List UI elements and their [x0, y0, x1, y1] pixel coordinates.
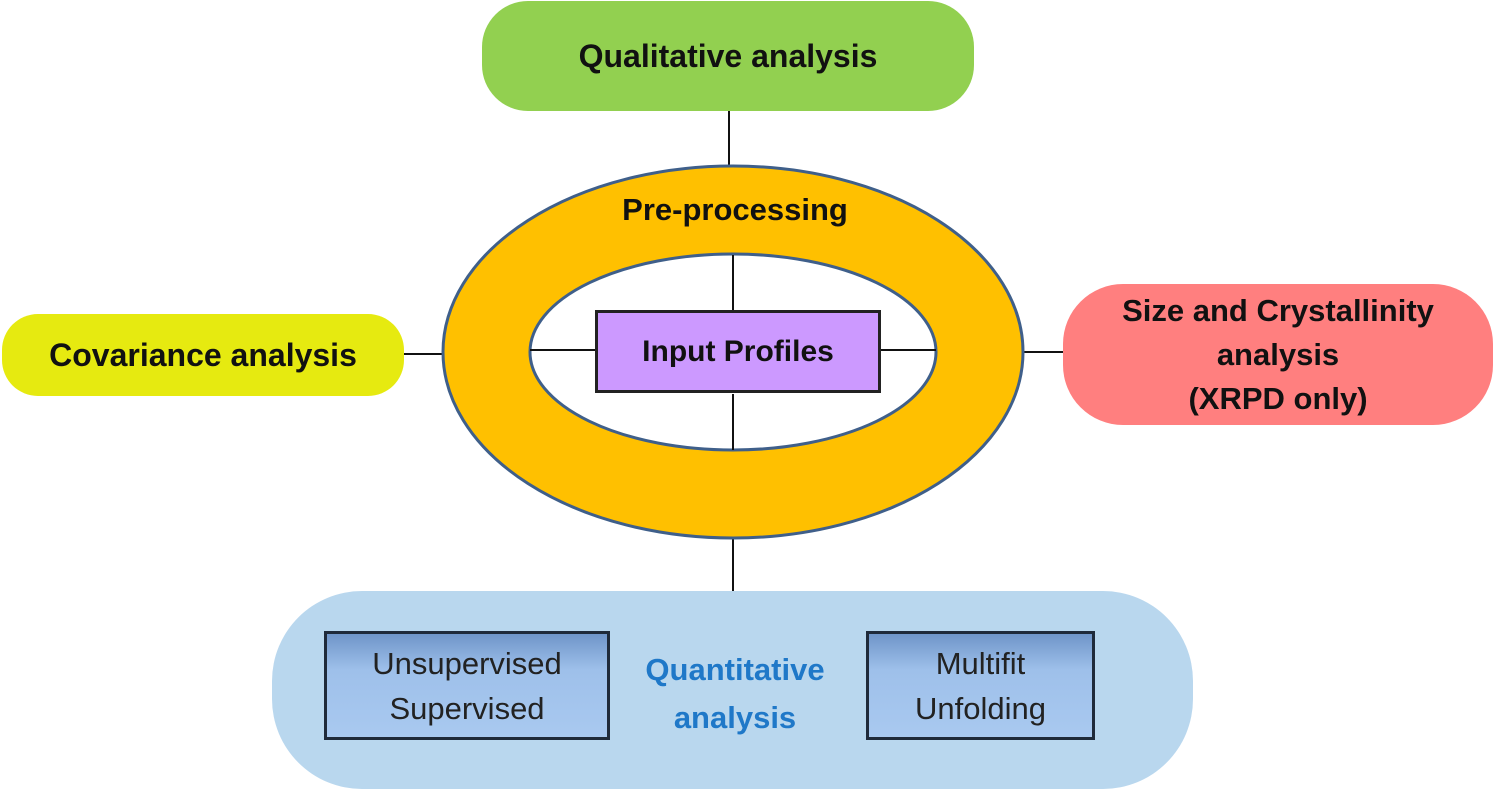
covariance-analysis-node: Covariance analysis: [2, 314, 404, 396]
size-crystallinity-line-1: Size and Crystallinity: [1122, 292, 1434, 328]
qualitative-analysis-node: Qualitative analysis: [482, 1, 974, 111]
quantitative-label-line-1: Quantitative: [645, 652, 825, 687]
qualitative-analysis-label: Qualitative analysis: [578, 37, 878, 74]
methods-box-left: Unsupervised Supervised: [324, 631, 610, 740]
size-crystallinity-node: Size and Crystallinity analysis (XRPD on…: [1063, 284, 1493, 425]
method-supervised: Supervised: [389, 690, 545, 726]
methods-box-right: Multifit Unfolding: [866, 631, 1095, 740]
preprocessing-label: Pre-processing: [622, 192, 848, 227]
quantitative-analysis-label: Quantitative analysis: [620, 646, 850, 742]
size-crystallinity-line-3: (XRPD only): [1188, 380, 1368, 416]
quantitative-label-line-2: analysis: [673, 700, 797, 735]
covariance-analysis-label: Covariance analysis: [49, 336, 357, 373]
size-crystallinity-line-2: analysis: [1216, 336, 1340, 372]
input-profiles-node: Input Profiles: [595, 310, 881, 393]
method-unsupervised: Unsupervised: [372, 645, 562, 681]
method-unfolding: Unfolding: [915, 690, 1046, 726]
method-multifit: Multifit: [935, 645, 1026, 681]
input-profiles-label: Input Profiles: [642, 334, 834, 368]
